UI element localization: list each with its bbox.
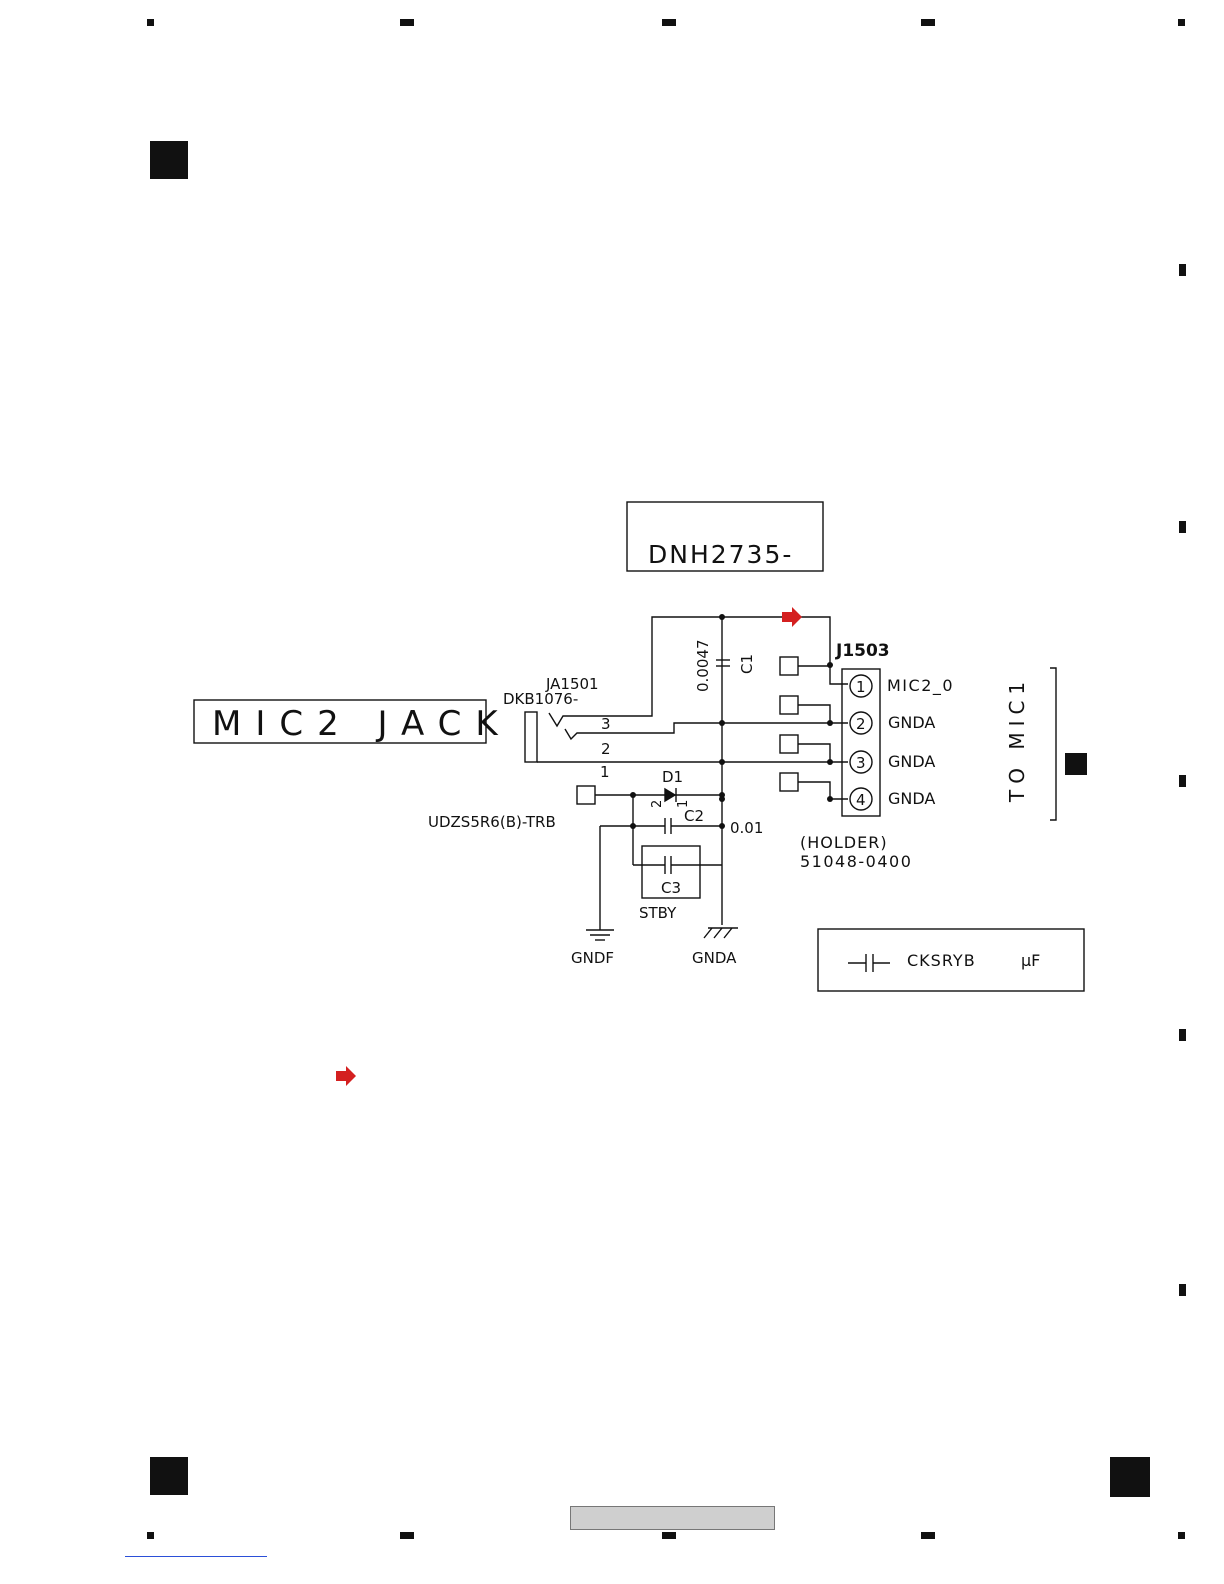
- junction: [719, 759, 725, 765]
- junction: [827, 720, 833, 726]
- connector-pin-2-signal: GNDA: [888, 713, 935, 732]
- destination-label: TO MIC1: [1005, 676, 1029, 803]
- test-point-3: [780, 735, 798, 753]
- test-point-4: [780, 773, 798, 791]
- note-arrow-icon: [336, 1066, 356, 1086]
- test-point-1: [780, 657, 798, 675]
- legend-cap-type: CKSRYB: [907, 951, 976, 970]
- tp2-wire: [798, 705, 830, 723]
- tp3-wire: [798, 744, 830, 762]
- holder-label: (HOLDER): [800, 833, 888, 852]
- connector-pin-1-num: 1: [856, 678, 866, 696]
- connector-pin-4-num: 4: [856, 791, 866, 809]
- block-title: MIC2 JACK: [212, 704, 512, 744]
- connector-pin-4-signal: GNDA: [888, 789, 935, 808]
- footer-bar: [570, 1506, 775, 1530]
- junction: [719, 614, 725, 620]
- jack-part: DKB1076-: [503, 690, 578, 708]
- tp4-wire: [798, 782, 830, 799]
- d1-part: UDZS5R6(B)-TRB: [428, 813, 556, 831]
- junction: [719, 796, 725, 802]
- connector-pin-3-num: 3: [856, 754, 866, 772]
- junction: [719, 720, 725, 726]
- junction: [630, 792, 636, 798]
- d1-symbol: [665, 789, 675, 801]
- c1-value: 0.0047: [694, 640, 712, 693]
- ground-label-gndf: GNDF: [571, 949, 614, 967]
- connector-pin-1-signal: MIC2_0: [887, 676, 954, 696]
- gnda-sym-h2: [714, 928, 722, 938]
- junction: [630, 823, 636, 829]
- d1-ref: D1: [662, 768, 683, 786]
- junction: [827, 796, 833, 802]
- jack-pin-2-label: 2: [601, 740, 611, 758]
- board-label: DNH2735-: [648, 540, 793, 569]
- c3-ref: C3: [661, 879, 681, 897]
- jack-body: [525, 712, 537, 762]
- signal-arrow-icon: [782, 607, 802, 627]
- holder-part: 51048-0400: [800, 852, 912, 871]
- ground-label-gnda: GNDA: [692, 949, 737, 967]
- connector-pin-3-signal: GNDA: [888, 752, 935, 771]
- c3-note: STBY: [639, 904, 677, 922]
- c2-value: 0.01: [730, 819, 763, 837]
- test-point-2: [780, 696, 798, 714]
- jack-pin-1-label: 1: [600, 763, 610, 781]
- connector-pin-2-num: 2: [856, 715, 866, 733]
- c2-ref: C2: [684, 807, 704, 825]
- junction: [827, 662, 833, 668]
- jack-contact-3: [549, 617, 830, 726]
- footer-link-underline: [125, 1556, 267, 1557]
- test-point-d1: [577, 786, 595, 804]
- gnda-sym-h3: [724, 928, 732, 938]
- gnda-sym-h1: [704, 928, 712, 938]
- wire-pin1: [830, 665, 848, 684]
- jack-pin-3-label: 3: [601, 715, 611, 733]
- junction: [719, 823, 725, 829]
- d1-pin-a: 2: [650, 800, 665, 808]
- connector-ref: J1503: [835, 641, 890, 661]
- junction: [827, 759, 833, 765]
- legend-unit: μF: [1021, 951, 1040, 970]
- c1-ref: C1: [738, 654, 756, 674]
- to-mic1-bracket: [1050, 668, 1056, 820]
